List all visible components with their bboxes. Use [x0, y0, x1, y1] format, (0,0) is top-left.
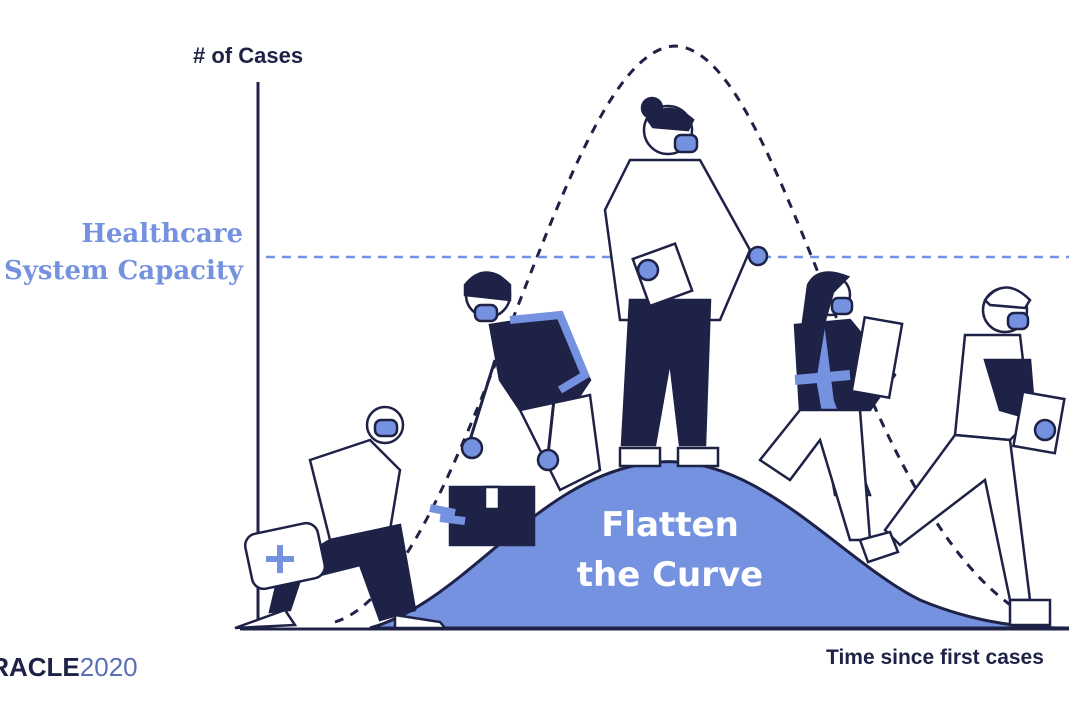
flatten-curve-label: Flatten the Curve: [560, 500, 780, 600]
oracle-logo: ORACLE2020: [0, 652, 138, 683]
logo-brand: ORACLE: [0, 652, 80, 682]
flatten-label-line-2: the Curve: [576, 555, 764, 595]
nurse-figure: [858, 286, 1066, 627]
x-axis-label: Time since first cases: [826, 646, 1044, 669]
healthcare-capacity-label: Healthcare System Capacity: [4, 216, 243, 290]
kneeling-medic-figure: [234, 405, 536, 630]
capacity-label-line-1: Healthcare: [81, 219, 243, 249]
volunteer-figure: [460, 271, 602, 492]
capacity-label-line-2: System Capacity: [3, 256, 243, 286]
walking-woman-figure: [758, 271, 904, 542]
logo-year: 2020: [79, 652, 138, 682]
flatten-label-line-1: Flatten: [601, 505, 739, 545]
y-axis-label: # of Cases: [193, 43, 304, 68]
unmitigated-curve: [334, 44, 1051, 628]
doctor-figure: [603, 96, 769, 468]
flattened-curve: [369, 460, 1069, 630]
